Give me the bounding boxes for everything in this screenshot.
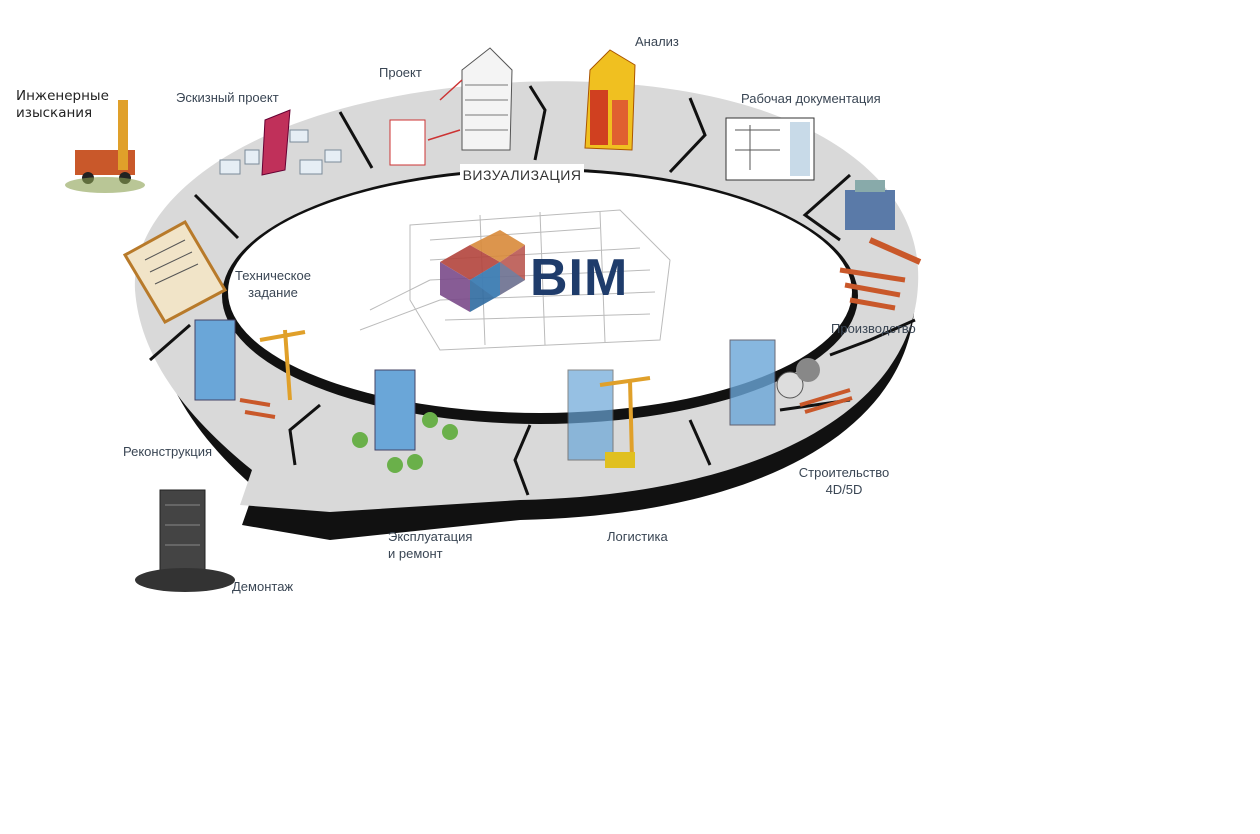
center-building-sketch bbox=[359, 209, 671, 351]
sketch-blocks-icon bbox=[219, 109, 342, 176]
stage-engineering-surveys: Инженерные изыскания bbox=[16, 88, 109, 122]
stage-construction-line1: Строительство bbox=[798, 465, 890, 480]
operation-building-icon bbox=[352, 369, 458, 473]
divider-1 bbox=[193, 193, 240, 240]
reconstruction-crane-icon bbox=[194, 319, 306, 419]
divider-5 bbox=[802, 173, 851, 242]
stage-tech-task: Техническое задание bbox=[229, 267, 317, 301]
tech-task-clipboard-icon bbox=[122, 219, 228, 324]
stage-project: Проект bbox=[379, 65, 422, 80]
ring-inner-hole bbox=[228, 171, 852, 413]
divider-4 bbox=[668, 97, 707, 174]
divider-9 bbox=[513, 424, 532, 496]
stage-logistics: Логистика bbox=[607, 529, 668, 544]
divider-11 bbox=[149, 323, 191, 362]
project-tower-icon bbox=[389, 47, 513, 166]
stage-production: Производство bbox=[831, 321, 916, 336]
divider-2 bbox=[338, 111, 374, 169]
working-docs-icon bbox=[725, 117, 815, 181]
stage-construction: Строительство 4D/5D bbox=[790, 464, 898, 498]
stage-engineering-surveys-line1: Инженерные bbox=[16, 88, 109, 104]
stage-operation-line2: и ремонт bbox=[388, 546, 443, 561]
stage-sketch-project: Эскизный проект bbox=[176, 90, 279, 105]
divider-10 bbox=[288, 403, 321, 466]
drilling-rig-icon bbox=[65, 100, 145, 193]
stage-working-docs: Рабочая документация bbox=[741, 91, 881, 106]
construction-4d5d-icon bbox=[729, 339, 853, 426]
divider-8 bbox=[688, 419, 712, 466]
production-machine-icon bbox=[839, 180, 922, 311]
stage-dismantling: Демонтаж bbox=[232, 579, 294, 594]
stage-operation-line1: Эксплуатация bbox=[388, 529, 473, 544]
stage-tech-task-line2: задание bbox=[248, 285, 298, 300]
logistics-crane-icon bbox=[567, 369, 651, 468]
divider-3 bbox=[528, 85, 547, 161]
stage-analysis: Анализ bbox=[635, 34, 679, 49]
dismantling-ruins-icon bbox=[135, 489, 235, 592]
bim-logo-text: BIM bbox=[530, 249, 629, 307]
analysis-tower-icon bbox=[584, 49, 636, 151]
stage-operation: Эксплуатация и ремонт bbox=[388, 528, 472, 562]
bim-cube-logo bbox=[440, 230, 525, 312]
stage-tech-task-line1: Техническое bbox=[235, 268, 311, 283]
visualization-label: ВИЗУАЛИЗАЦИЯ bbox=[460, 164, 584, 186]
stage-reconstruction: Реконструкция bbox=[123, 444, 213, 459]
stage-construction-line2: 4D/5D bbox=[825, 482, 863, 497]
divider-6 bbox=[829, 318, 916, 357]
stage-engineering-surveys-line2: изыскания bbox=[16, 105, 93, 121]
